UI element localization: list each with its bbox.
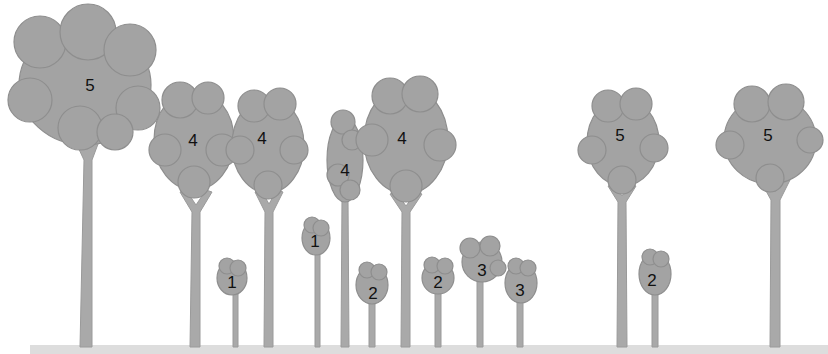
callout-number: 4 xyxy=(397,130,406,147)
callout-number: 3 xyxy=(477,262,486,279)
ground xyxy=(30,345,828,354)
callout-number: 4 xyxy=(340,162,349,179)
callout-number: 2 xyxy=(647,272,656,289)
callout-number: 1 xyxy=(227,274,236,291)
callout-number: 5 xyxy=(763,127,772,144)
tree-crowns xyxy=(8,4,823,304)
callout-number: 2 xyxy=(433,274,442,291)
callout-number: 5 xyxy=(85,77,94,94)
callout-number: 4 xyxy=(257,130,266,147)
callout-number: 4 xyxy=(188,132,197,149)
callout-number: 2 xyxy=(368,285,377,302)
callout-number: 3 xyxy=(515,282,524,299)
callout-number: 1 xyxy=(310,233,319,250)
callout-number: 5 xyxy=(615,127,624,144)
